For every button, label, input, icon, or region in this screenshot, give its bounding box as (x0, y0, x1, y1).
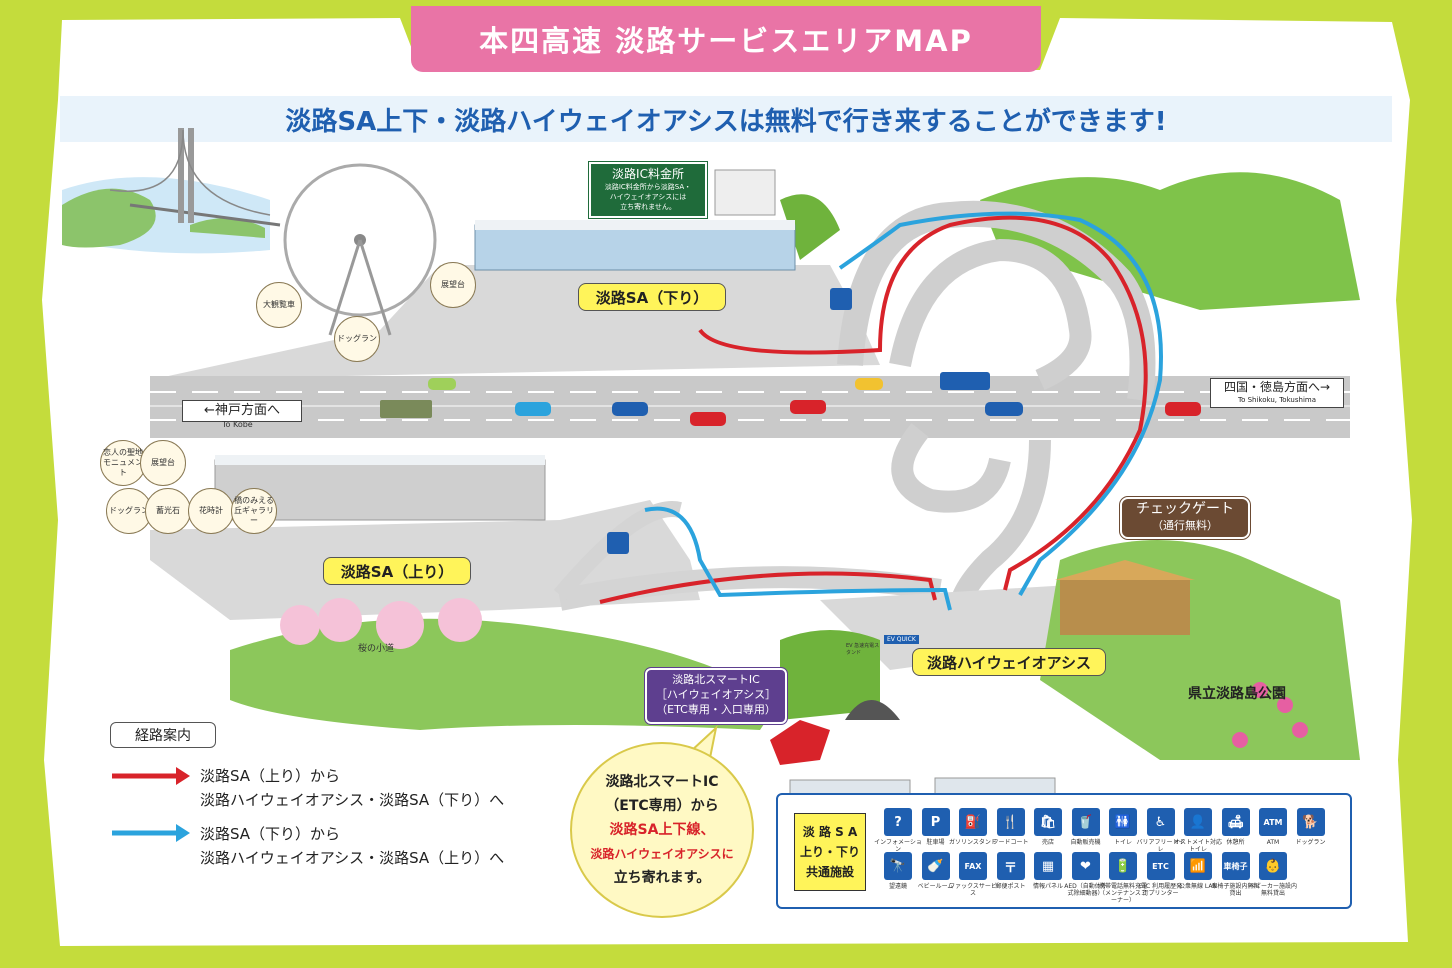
facility-icon-13: 🔭 (884, 852, 912, 880)
kobe-direction-en: To Kobe (222, 420, 253, 429)
dog-run-label: ドッグラン (334, 316, 380, 362)
facility-caption-19: 携帯電話無料充電（メンテナンスコーナー） (1099, 883, 1148, 904)
legend-blue-route: 淡路SA（下り）から 淡路ハイウェイオアシス・淡路SA（上り）へ (200, 825, 505, 867)
facilities-label: 淡 路 S A 上り・下り 共通施設 (794, 813, 866, 891)
facility-icon-3: ⛽ (959, 808, 987, 836)
facility-caption-9: オストメイト対応トイレ (1174, 839, 1223, 853)
facility-icon-10: 🛋 (1221, 808, 1250, 836)
facility-icon-12: 🐕 (1296, 808, 1325, 836)
facility-icon-1: ? (884, 808, 912, 836)
highway-oasis-label[interactable]: 淡路ハイウェイオアシス (912, 648, 1106, 676)
sa-down-label[interactable]: 淡路SA（下り） (578, 283, 726, 311)
luminous-stone-label: 蓄光石 (145, 488, 191, 534)
facility-caption-11: ATM (1266, 839, 1280, 846)
up-observatory-label: 展望台 (140, 440, 186, 486)
facility-caption-4: フードコート (992, 839, 1029, 846)
ferris-wheel-label: 大観覧車 (256, 282, 302, 328)
facility-icon-18: ❤ (1071, 852, 1100, 880)
facility-caption-7: トイレ (1113, 839, 1132, 846)
facility-icon-23: 👶 (1259, 852, 1287, 880)
gallery-label: 橋のみえる丘ギャラリー (231, 488, 277, 534)
kobe-direction-sign: ←神戸方面へ (182, 400, 302, 422)
ferris-wheel-illustration (283, 163, 437, 336)
observatory-label: 展望台 (430, 262, 476, 308)
legend-title: 経路案内 (110, 722, 216, 748)
legend-red-route: 淡路SA（上り）から 淡路ハイウェイオアシス・淡路SA（下り）へ (200, 767, 505, 809)
facility-caption-2: 駐車場 (926, 839, 945, 846)
facility-icon-14: 🍼 (921, 852, 950, 880)
lovers-monument-label: 恋人の聖地モニュメント (100, 440, 146, 486)
ev-quick-sign: EV QUICK (884, 635, 919, 644)
check-gate-label[interactable]: チェックゲート （通行無料） (1119, 496, 1251, 540)
facility-caption-10: 休憩所 (1226, 839, 1245, 846)
facility-icon-20: ETC (1146, 852, 1175, 880)
facility-caption-12: ドッグラン (1295, 839, 1326, 846)
facility-caption-20: ETC 利用履歴発行プリンター (1138, 883, 1183, 897)
facility-caption-17: 情報パネル (1032, 883, 1063, 890)
prefectural-park-label: 県立淡路島公園 (1188, 686, 1286, 702)
facility-caption-6: 自動販売機 (1070, 839, 1101, 846)
facility-icon-9: 👤 (1184, 808, 1212, 836)
facility-caption-22: 車椅子施設内無料貸出 (1211, 883, 1260, 897)
facility-icon-17: ▦ (1034, 852, 1062, 880)
smart-ic-label[interactable]: 淡路北スマートIC ［ハイウェイオアシス］ （ETC専用・入口専用） (644, 667, 788, 725)
facility-icon-11: ATM (1259, 808, 1287, 836)
flower-clock-label: 花時計 (188, 488, 234, 534)
facility-icon-4: 🍴 (996, 808, 1025, 836)
smart-ic-info-bubble: 淡路北スマートIC （ETC専用）から 淡路SA上下線、 淡路ハイウェイオアシス… (570, 742, 754, 918)
facility-caption-18: AED（自動体外式除細動器） (1064, 883, 1107, 897)
facility-icon-15: FAX (959, 852, 987, 880)
facility-caption-23: ベビーカー施設内無料貸出 (1249, 883, 1298, 897)
facility-caption-3: ガソリンスタンド (949, 839, 997, 846)
facility-caption-1: インフォメーション (874, 839, 922, 853)
shikoku-direction-sign: 四国・徳島方面へ→ To Shikoku, Tokushima (1210, 378, 1344, 408)
facility-caption-13: 望遠鏡 (888, 883, 907, 890)
facility-icon-16: 〒 (996, 852, 1025, 880)
facilities-panel (776, 793, 1352, 909)
facility-caption-5: 売店 (1041, 839, 1054, 846)
facility-icon-5: 🛍 (1034, 808, 1062, 836)
facility-icon-7: 🚻 (1109, 808, 1137, 836)
page-subtitle: 淡路SA上下・淡路ハイウェイオアシスは無料で行き来することができます! (285, 106, 1167, 137)
facility-caption-16: 郵便ポスト (995, 883, 1026, 890)
facility-caption-14: ベビールーム (917, 883, 954, 890)
facility-caption-8: バリアフリートイレ (1136, 839, 1185, 853)
ev-stand-label: EV 急速充電スタンド (846, 643, 880, 656)
cherry-path-label: 桜の小道 (358, 644, 395, 654)
facility-caption-15: ファックスサービス (949, 883, 997, 897)
facility-icon-22: 車椅子 (1221, 852, 1250, 880)
facility-icon-2: P (921, 808, 950, 836)
facility-caption-21: 公衆無線 LAN (1179, 883, 1217, 890)
tollgate-notice: 淡路IC料金所 淡路IC料金所から淡路SA・ ハイウェイオアシスには 立ち寄れま… (588, 161, 708, 219)
facility-icon-6: 🥤 (1071, 808, 1100, 836)
facility-icon-8: ♿ (1146, 808, 1175, 836)
sa-up-label[interactable]: 淡路SA（上り） (323, 557, 471, 585)
page-title: 本四高速 淡路サービスエリアMAP (411, 6, 1041, 72)
facility-icon-19: 🔋 (1109, 852, 1137, 880)
facility-icon-21: 📶 (1184, 852, 1212, 880)
